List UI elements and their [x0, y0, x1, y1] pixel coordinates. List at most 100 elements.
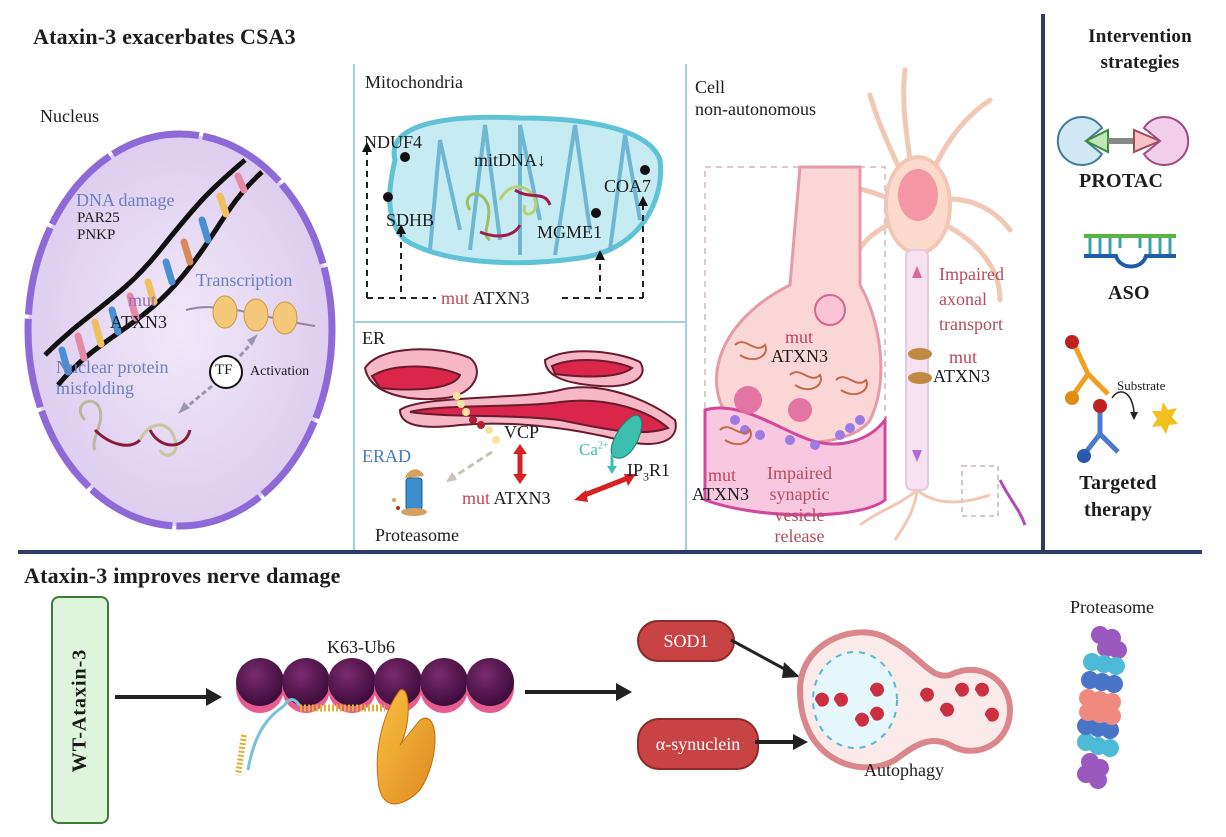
vcp-icon	[453, 392, 500, 444]
postsynaptic-atxn3-label: mut ATXN3	[692, 466, 749, 504]
ataxin3-enzyme-shape	[376, 689, 436, 805]
neuron-illustration	[703, 67, 1027, 541]
mut-label: mut	[949, 347, 978, 367]
gene-par25: PAR25	[77, 210, 120, 226]
title-line: strategies	[1100, 52, 1180, 73]
mut-label: mut	[441, 288, 470, 308]
mito-target-mgme1: MGME1	[537, 222, 603, 242]
ca-superscript: 2+	[597, 440, 609, 452]
label-line: transport	[939, 314, 1003, 334]
proteasome-barrel-icon	[1077, 626, 1127, 789]
vcp-label: VCP	[504, 422, 540, 442]
axon-atxn3-label: mut ATXN3	[933, 348, 990, 386]
activation-label: Activation	[250, 364, 310, 379]
mito-atxn3-label: mut ATXN3	[441, 288, 530, 309]
dna-helix-icon	[43, 158, 264, 387]
atxn3-label: ATXN3	[933, 366, 990, 386]
mito-dashed-arrows	[366, 150, 644, 299]
tf-circle	[209, 355, 243, 389]
label-line: Impaired	[939, 264, 1004, 284]
atxn3-label: ATXN3	[692, 484, 749, 504]
down-arrow-icon: ↓	[537, 150, 546, 170]
atxn3-label: ATXN3	[493, 488, 551, 508]
dna-damage-label: DNA damage	[76, 190, 175, 210]
cell-label-line: Cell	[695, 77, 725, 97]
dna-damage-genes: PAR25 PNKP	[77, 210, 120, 244]
title-line: Intervention	[1088, 26, 1192, 47]
misfolding-line: Nuclear protein	[56, 357, 169, 377]
mgme1-dot	[591, 208, 601, 218]
mito-target-ndufa4: NDUF4	[364, 132, 423, 152]
alpha-synuclein-pill: α-synuclein	[637, 718, 759, 770]
impaired-synaptic-release-label: Impaired synaptic vesicle release	[767, 463, 832, 547]
label-line: release	[774, 526, 825, 546]
nucleosome-icon	[185, 295, 316, 335]
nucleus-atxn3-label: ATXN3	[110, 312, 167, 332]
mutant-atxn3-aggregates	[719, 341, 868, 446]
nucleus-mut-label: mut	[128, 290, 157, 310]
axon-down-arrow	[912, 450, 922, 462]
impaired-axonal-transport-label: Impaired axonal transport	[939, 262, 1004, 337]
label-line: synaptic	[769, 484, 830, 504]
label-line: Impaired	[767, 463, 832, 483]
atxn3-label: ATXN3	[472, 288, 530, 308]
misfolding-line: misfolding	[56, 378, 135, 398]
aso-icon	[1084, 234, 1176, 269]
mitdna-icon	[465, 185, 552, 242]
coa7-dot	[640, 165, 650, 175]
vesicle-cluster	[734, 386, 812, 422]
protac-icon	[1056, 116, 1190, 166]
er-illustration	[363, 348, 677, 516]
panel-divider	[355, 321, 685, 323]
nucleus-membrane	[24, 130, 336, 530]
synapse-atxn3-label: mut ATXN3	[771, 328, 828, 366]
ndufa4-dot	[400, 152, 410, 162]
cargo-proteins	[814, 682, 999, 727]
label-line: therapy	[1083, 499, 1153, 521]
nucleus-label: Nucleus	[40, 106, 99, 126]
misfolded-protein-icon	[78, 399, 192, 457]
axon-up-arrow	[912, 266, 922, 278]
gene-pnkp: PNKP	[77, 227, 116, 243]
substrate-label: Substrate	[1117, 378, 1166, 393]
ip3r1-label: IP3R1	[627, 460, 670, 485]
antibody-icon	[1065, 335, 1178, 463]
section-title-improves: Ataxin-3 improves nerve damage	[24, 563, 341, 588]
proteasome-icon	[392, 469, 427, 516]
ca-label: Ca	[579, 440, 598, 459]
mitdna-label: mitDNA	[474, 150, 537, 170]
wt-ataxin3-box: WT-Ataxin-3	[51, 596, 109, 824]
calcium-label: Ca2+	[579, 440, 609, 460]
mut-label: mut	[785, 327, 814, 347]
section-divider-horizontal	[18, 550, 1202, 554]
substrate-star-icon	[1152, 402, 1178, 434]
mitochondria-illustration	[362, 114, 664, 299]
targeted-therapy-label: Targeted therapy	[1063, 470, 1173, 524]
autophagy-label: Autophagy	[864, 760, 944, 780]
arrow-sod1-to-autophagy	[730, 638, 791, 674]
axon-aggregate-icon	[908, 348, 932, 384]
ip3r1-prefix: IP	[627, 460, 644, 480]
mito-cristae	[428, 124, 642, 256]
ip3r1-channel-icon	[610, 414, 643, 459]
label-line: vesicle	[774, 505, 825, 525]
tf-label: TF	[215, 362, 233, 378]
section-title-exacerbates: Ataxin-3 exacerbates CSA3	[33, 24, 296, 49]
cell-non-autonomous-label: Cell non-autonomous	[695, 76, 816, 120]
mito-target-mitdna: mitDNA↓	[474, 150, 546, 171]
atxn3-label: ATXN3	[771, 346, 828, 366]
label-line: Targeted	[1079, 472, 1157, 494]
ip3r1-suffix: R1	[649, 460, 671, 480]
er-atxn3-label: mut ATXN3	[462, 488, 551, 509]
panel-divider	[353, 64, 355, 550]
mut-label: mut	[462, 488, 491, 508]
transcription-label: Transcription	[196, 270, 293, 290]
mitochondria-label: Mitochondria	[365, 72, 463, 92]
sod1-pill: SOD1	[637, 620, 735, 662]
label-line: axonal	[939, 289, 987, 309]
mito-target-sdhb: SDHB	[386, 210, 435, 230]
sdhb-dot	[383, 192, 393, 202]
erad-label: ERAD	[362, 446, 411, 466]
er-proteasome-label: Proteasome	[375, 525, 459, 545]
